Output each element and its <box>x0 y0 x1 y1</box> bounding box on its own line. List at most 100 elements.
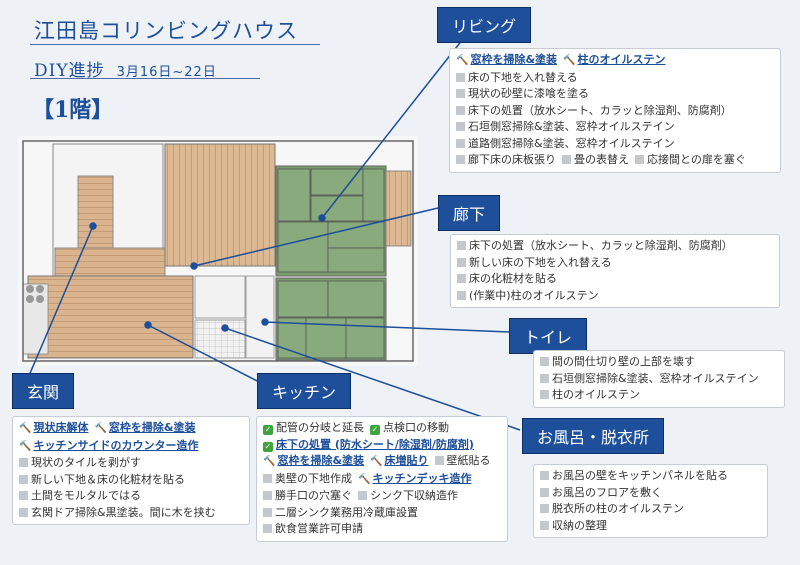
task-row: 奥壁の下地作成🔨キッチンデッキ造作 <box>263 471 501 489</box>
task-text: 廊下床の床板張り <box>468 153 556 166</box>
task-row: 新しい下地＆床の化粧材を貼る <box>19 472 243 489</box>
task-item: 🔨窓枠を掃除&塗装 <box>456 53 557 66</box>
task-item: 柱のオイルステン <box>540 388 640 401</box>
task-item: 廊下床の床板張り <box>456 153 556 166</box>
todo-square-icon <box>562 155 571 164</box>
task-item: 現状の砂壁に漆喰を塗る <box>456 87 589 100</box>
task-text: 点検口の移動 <box>383 421 449 434</box>
task-item: 🔨窓枠を掃除&塗装 <box>94 421 195 434</box>
task-row: 飲食営業許可申請 <box>263 521 501 538</box>
hammer-icon: 🔨 <box>456 55 469 66</box>
task-item: 石垣側窓掃除&塗装、窓枠オイルステイン <box>540 372 759 385</box>
task-text: 脱衣所の柱のオイルステン <box>552 502 684 515</box>
subtitle-underline <box>30 78 260 79</box>
task-row: 🔨窓枠を掃除&塗装🔨床増貼り壁紙貼る <box>263 453 501 471</box>
todo-square-icon <box>263 524 272 533</box>
todo-square-icon <box>457 274 466 283</box>
task-text: 壁紙貼る <box>446 454 491 467</box>
task-text: 二層シンク業務用冷蔵庫設置 <box>275 505 418 519</box>
task-row: 新しい床の下地を入れ替える <box>457 255 773 272</box>
task-text: 柱のオイルステン <box>552 388 640 401</box>
task-item: 間の間仕切り壁の上部を壊す <box>540 355 695 368</box>
task-item: 床下の処置（放水シート、カラッと除湿剤、防腐剤） <box>457 239 733 252</box>
task-text: 床下の処置（放水シート、カラッと除湿剤、防腐剤） <box>468 103 732 117</box>
task-row: 勝手口の穴塞ぐ シンク下収納造作 <box>263 488 501 505</box>
task-text: 窓枠を掃除&塗装 <box>470 53 558 66</box>
check-icon: ✓ <box>263 425 273 435</box>
task-item: 新しい床の下地を入れ替える <box>457 256 612 269</box>
label-living: リビング <box>437 7 532 43</box>
task-text: シンク下収納造作 <box>370 489 458 502</box>
todo-square-icon <box>540 373 549 383</box>
task-row: お風呂の壁をキッチンパネルを貼る <box>540 468 761 485</box>
task-row: 脱衣所の柱のオイルステン <box>540 501 761 518</box>
task-text: 新しい下地＆床の化粧材を貼る <box>31 472 185 486</box>
task-text: 床増貼り <box>384 454 429 467</box>
task-row: 現状の砂壁に漆喰を塗る <box>456 86 774 103</box>
todo-square-icon <box>456 122 465 131</box>
task-row: お風呂のフロアを敷く <box>540 485 761 502</box>
task-text: 床の化粧材を貼る <box>469 272 557 285</box>
task-row: 🔨現状床解体🔨窓枠を掃除&塗装 <box>19 420 243 438</box>
todo-square-icon <box>456 89 465 98</box>
task-item: 壁紙貼る <box>434 454 491 467</box>
task-row: 柱のオイルステン <box>540 387 778 404</box>
task-text: 柱のオイルステン <box>577 53 666 66</box>
task-text: 新しい床の下地を入れ替える <box>469 255 612 269</box>
hammer-icon: 🔨 <box>94 423 107 434</box>
floor-plan <box>18 136 418 366</box>
task-row: (作業中)柱のオイルステン <box>457 288 773 305</box>
todo-square-icon <box>456 138 465 148</box>
date-range: 3月16日~22日 <box>116 65 217 80</box>
label-bath: お風呂・脱衣所 <box>522 418 665 454</box>
task-text: 間の間仕切り壁の上部を壊す <box>552 355 695 368</box>
task-item: 床の化粧材を貼る <box>457 272 557 285</box>
task-item: 現状のタイルを剥がす <box>19 456 141 469</box>
task-row: 床の下地を入れ替える <box>456 70 774 87</box>
task-row: 二層シンク業務用冷蔵庫設置 <box>263 505 501 522</box>
task-item: 土間をモルタルではる <box>19 489 141 502</box>
task-text: 窓枠を掃除&塗装 <box>108 421 196 434</box>
task-text: 配管の分岐と延長 <box>276 421 364 434</box>
todo-square-icon <box>19 507 28 517</box>
floor-title: 【1階】 <box>32 97 114 123</box>
task-text: 収納の整理 <box>552 518 607 532</box>
task-text: 土間をモルタルではる <box>31 489 141 502</box>
task-item: 奥壁の下地作成 <box>263 472 352 485</box>
todo-square-icon <box>457 241 466 250</box>
living-task-list: 🔨窓枠を掃除&塗装🔨柱のオイルステン床の下地を入れ替える現状の砂壁に漆喰を塗る床… <box>449 48 781 173</box>
hammer-icon: 🔨 <box>358 473 371 485</box>
task-item: 収納の整理 <box>540 519 607 532</box>
task-item: 勝手口の穴塞ぐ <box>263 489 352 502</box>
task-row: 間の間仕切り壁の上部を壊す <box>540 354 778 371</box>
todo-square-icon <box>263 507 272 517</box>
hammer-icon: 🔨 <box>19 423 32 434</box>
todo-square-icon <box>19 491 28 500</box>
todo-square-icon <box>19 474 28 484</box>
label-toilet: トイレ <box>509 318 588 354</box>
title-underline <box>30 44 320 45</box>
task-row: 石垣側窓掃除&塗装、窓枠オイルステイン <box>456 119 774 136</box>
task-text: 現状床解体 <box>33 421 89 434</box>
task-text: 現状の砂壁に漆喰を塗る <box>468 87 589 100</box>
toilet-task-list: 間の間仕切り壁の上部を壊す石垣側窓掃除&塗装、窓枠オイルステイン柱のオイルステン <box>533 350 785 408</box>
label-hallway: 廊下 <box>438 195 501 231</box>
task-text: 床下の処置（放水シート、カラッと除湿剤、防腐剤） <box>469 239 733 252</box>
task-text: 床の下地を入れ替える <box>468 70 578 84</box>
task-item: 🔨柱のオイルステン <box>563 53 665 66</box>
todo-square-icon <box>434 456 444 465</box>
subtitle-text: DIY進捗 <box>34 61 105 81</box>
entrance-task-list: 🔨現状床解体🔨窓枠を掃除&塗装🔨キッチンサイドのカウンター造作現状のタイルを剥が… <box>12 416 250 525</box>
todo-square-icon <box>540 520 549 530</box>
todo-square-icon <box>540 487 549 497</box>
task-row: 石垣側窓掃除&塗装、窓枠オイルステイン <box>540 371 778 388</box>
todo-square-icon <box>263 491 272 500</box>
todo-square-icon <box>635 155 644 164</box>
task-item: 石垣側窓掃除&塗装、窓枠オイルステイン <box>456 120 675 133</box>
todo-square-icon <box>540 471 549 480</box>
task-row: 廊下床の床板張り畳の表替え応接間との扉を塞ぐ <box>456 152 774 169</box>
task-item: 玄関ドア掃除&黒塗装。間に木を挟む <box>19 506 216 519</box>
hammer-icon: 🔨 <box>563 55 576 66</box>
task-text: (作業中)柱のオイルステン <box>469 288 599 302</box>
